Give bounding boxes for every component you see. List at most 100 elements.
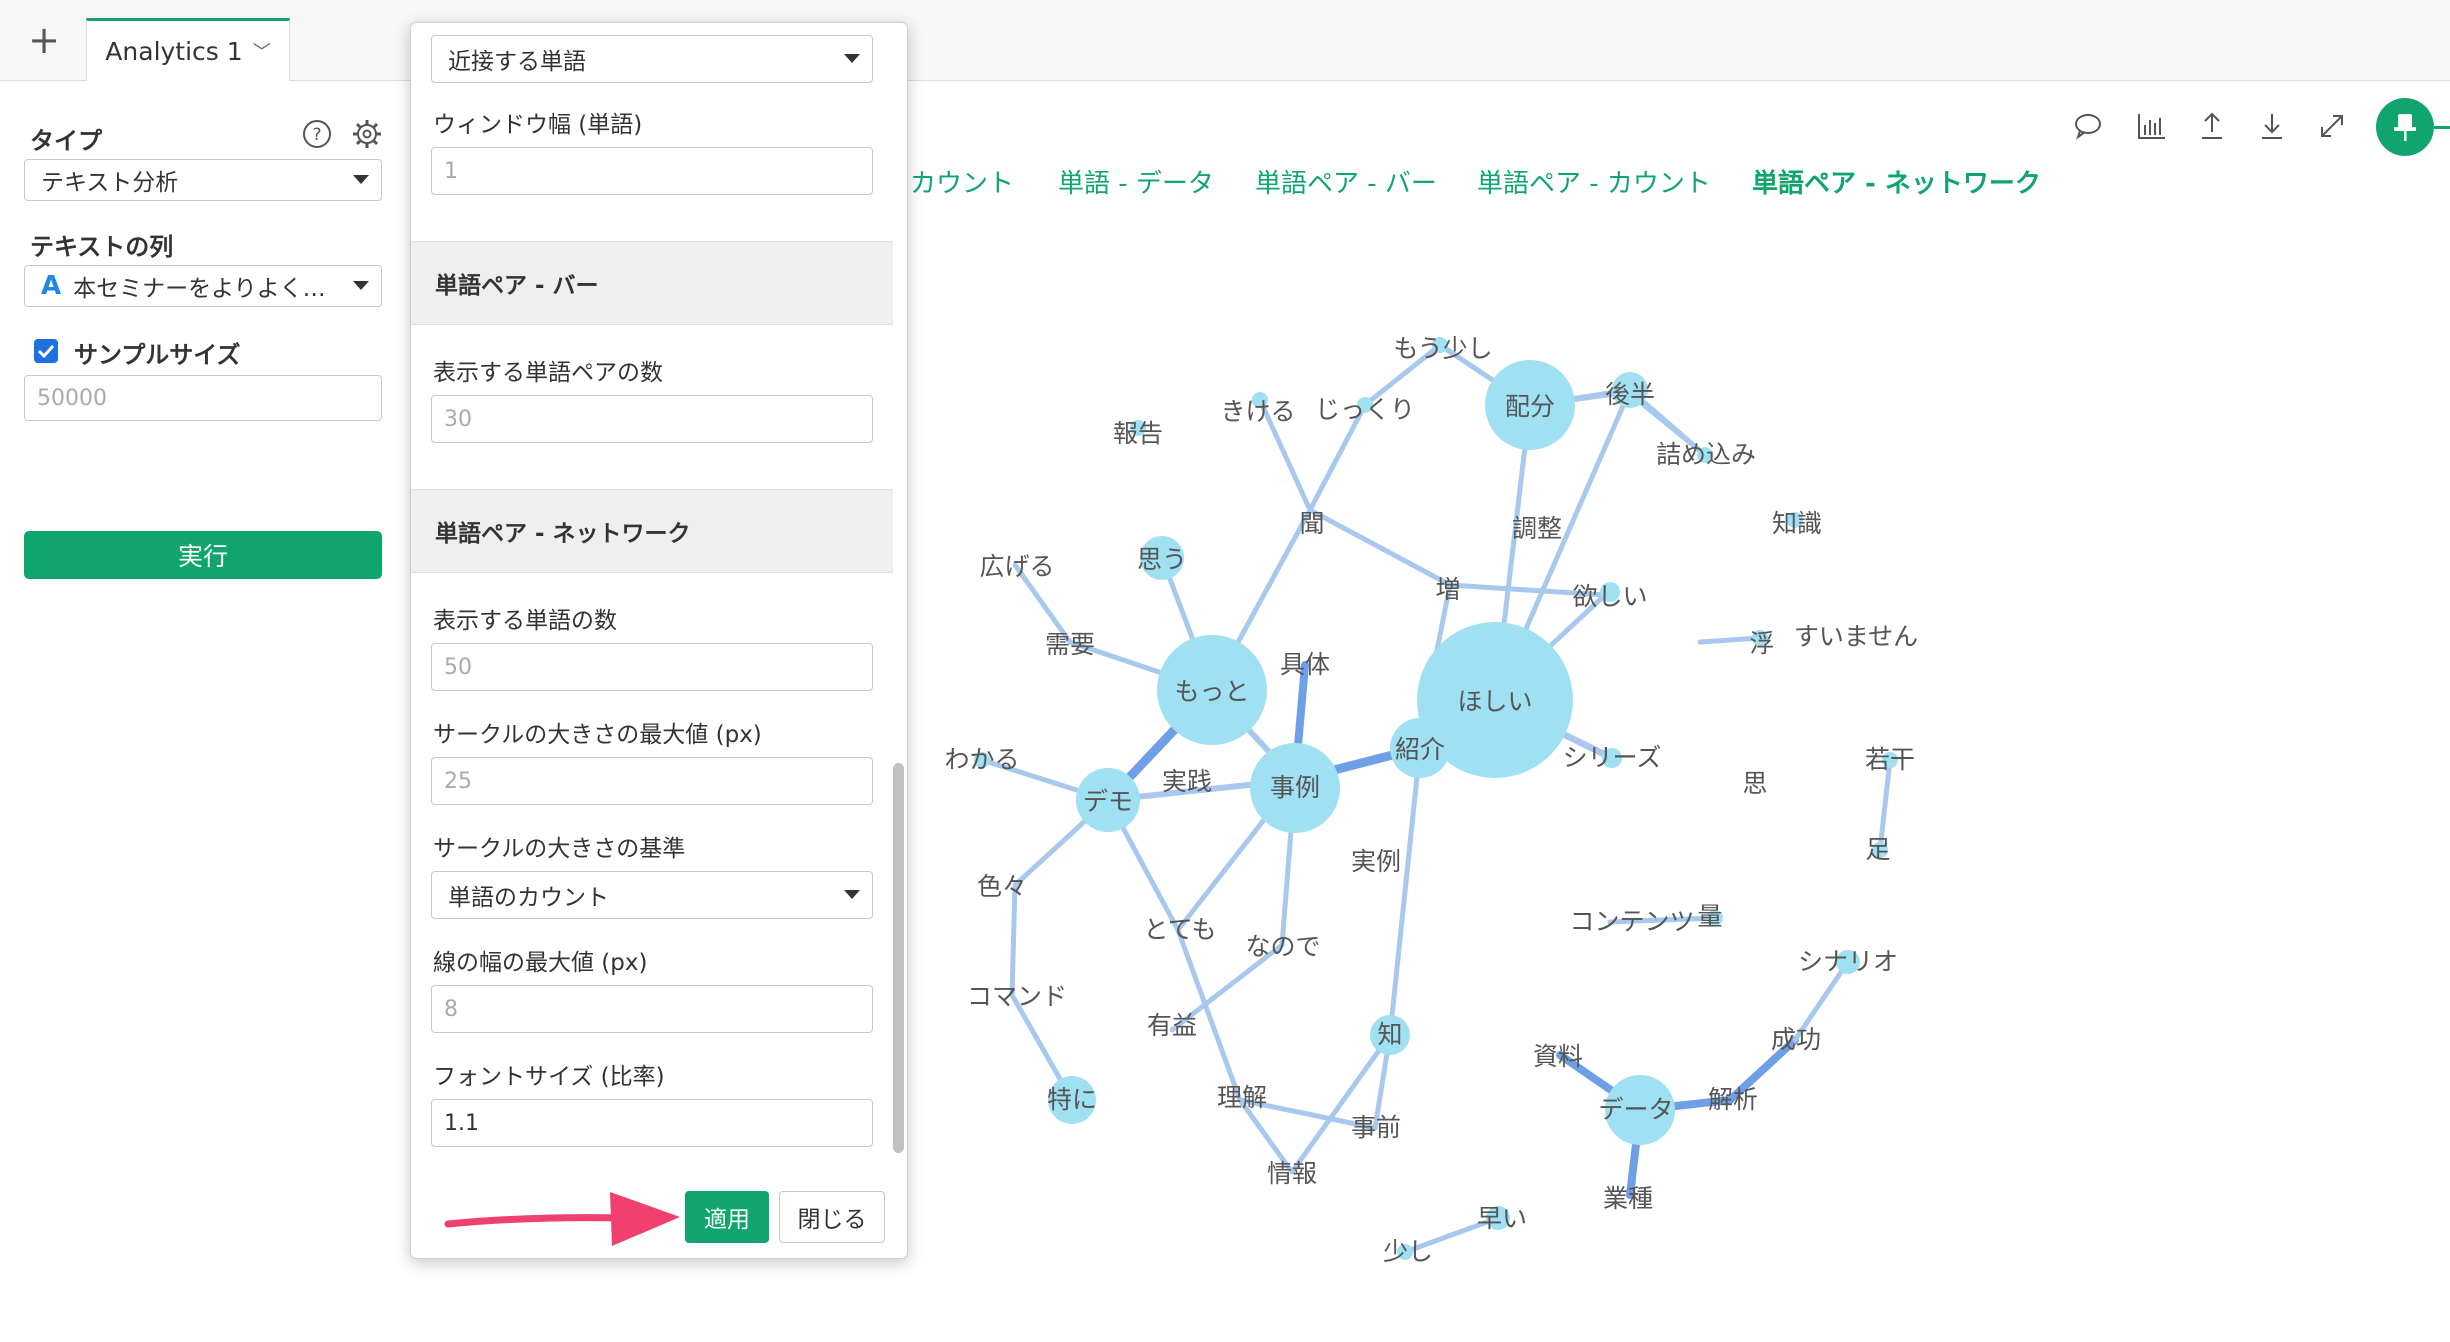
node-houkoku (1130, 420, 1146, 436)
gear-icon[interactable] (350, 117, 384, 151)
panel-scrollbar[interactable] (893, 763, 904, 1153)
circle-basis-select[interactable]: 単語のカウント (431, 871, 873, 919)
help-icon[interactable]: ? (300, 117, 334, 151)
node-jikkuri (1357, 397, 1373, 413)
word-label: 資料 (1533, 1042, 1583, 1071)
tab-word-data[interactable]: 単語 - データ (1058, 169, 1214, 199)
window-width-input[interactable]: 1 (431, 147, 873, 195)
apply-button[interactable]: 適用 (685, 1191, 769, 1243)
edge (1237, 1097, 1295, 1175)
caret-down-icon (844, 54, 860, 63)
word-network-graph: もう少し 配分 後半 きける じっくり 報告 詰め込み 聞 調整 知識 広げる … (944, 334, 1918, 1266)
top-bar: + Analytics 1 ﹀ (0, 0, 2450, 81)
node-kouhan (1612, 372, 1648, 408)
word-label: 実践 (1162, 767, 1212, 796)
word-label: 浮 (1749, 629, 1774, 658)
word-count-label: 表示する単語の数 (433, 608, 617, 634)
word-label: デモ (1083, 787, 1133, 816)
word-label: コンテンツ (1569, 907, 1694, 936)
word-count-input[interactable]: 50 (431, 643, 873, 691)
word-label: 足 (1865, 835, 1890, 864)
node-ashi (1872, 842, 1888, 858)
tab-word-pair-count[interactable]: 単語ペア - カウント (1477, 169, 1711, 199)
tab-count[interactable]: カウント (910, 169, 1015, 199)
word-label: 紹介 (1395, 735, 1445, 764)
proximity-select[interactable]: 近接する単語 (431, 35, 873, 83)
node-demo (1076, 768, 1140, 832)
tab-analytics-1[interactable]: Analytics 1 ﹀ (86, 18, 290, 81)
word-label: とても (1143, 915, 1216, 944)
font-size-ratio-input[interactable]: 1.1 (431, 1099, 873, 1147)
download-icon[interactable] (2254, 108, 2290, 144)
pair-count-input[interactable]: 30 (431, 395, 873, 443)
node-kikeru (1252, 392, 1268, 408)
word-label: すいません (1794, 622, 1918, 651)
text-column-select[interactable]: A 本セミナーをよりよく… (24, 265, 382, 307)
line-width-max-label: 線の幅の最大値 (px) (433, 950, 648, 976)
edge (1402, 1215, 1501, 1255)
edge (1447, 582, 1608, 598)
close-button[interactable]: 閉じる (779, 1191, 885, 1243)
node-scenario (1836, 950, 1860, 974)
word-label: 報告 (1113, 419, 1163, 448)
chevron-down-icon[interactable]: ﹀ (252, 42, 271, 63)
expand-icon[interactable] (2314, 108, 2350, 144)
node-chi (1370, 1015, 1410, 1055)
circle-max-input[interactable]: 25 (431, 757, 873, 805)
word-label: 事例 (1270, 773, 1320, 802)
text-column-value: 本セミナーをよりよく… (73, 276, 326, 302)
node-jirei (1250, 743, 1340, 833)
text-column-label: テキストの列 (30, 233, 174, 261)
word-label: 早い (1477, 1204, 1527, 1233)
word-label: 理解 (1217, 1083, 1267, 1112)
word-label: じっくり (1315, 395, 1415, 424)
node-shoukai (1390, 718, 1450, 778)
sample-size-input[interactable]: 50000 (24, 375, 382, 421)
node-mousukoshi (1432, 337, 1448, 353)
add-tab-button[interactable]: + (28, 18, 60, 62)
word-label: 量 (1697, 902, 1722, 931)
pair-count-label: 表示する単語ペアの数 (433, 360, 663, 386)
edge (1289, 1032, 1393, 1175)
line-width-max-input[interactable]: 8 (431, 985, 873, 1033)
run-button[interactable]: 実行 (24, 531, 382, 579)
type-select[interactable]: テキスト分析 (24, 159, 382, 201)
word-label: 広げる (979, 552, 1054, 581)
word-label: 有益 (1147, 1011, 1197, 1040)
node-chishiki (1787, 512, 1803, 528)
network-nodes (974, 337, 1898, 1260)
upload-icon[interactable] (2194, 108, 2230, 144)
word-label: 色々 (977, 872, 1027, 901)
word-label: 配分 (1505, 392, 1555, 421)
section-word-pair-bar: 単語ペア - バー (411, 241, 893, 325)
pin-icon (2394, 114, 2416, 141)
type-select-value: テキスト分析 (41, 170, 179, 196)
tab-word-pair-network[interactable]: 単語ペア - ネットワーク (1752, 169, 2041, 199)
edge (1362, 342, 1443, 408)
edge (1877, 757, 1893, 853)
word-label: 少し (1383, 1237, 1433, 1266)
pin-button[interactable] (2376, 98, 2434, 156)
node-haibun (1485, 360, 1575, 450)
word-label: 知識 (1772, 509, 1822, 538)
comment-icon[interactable] (2070, 108, 2106, 144)
word-label: 詰め込み (1656, 440, 1756, 469)
word-label: 知 (1377, 1020, 1402, 1049)
node-tokuni (1048, 1076, 1096, 1124)
settings-popup: 近接する単語 ウィンドウ幅 (単語) 1 単語ペア - バー 表示する単語ペアの… (410, 22, 908, 1259)
word-label: 調整 (1512, 514, 1562, 543)
word-label: シナリオ (1798, 947, 1898, 976)
word-label: 特に (1047, 1085, 1097, 1114)
sample-size-checkbox[interactable] (34, 339, 58, 363)
word-label: 成功 (1771, 1025, 1821, 1054)
edge (1726, 1036, 1799, 1104)
circle-basis-label: サークルの大きさの基準 (433, 836, 686, 862)
edge (1307, 402, 1368, 513)
word-label: 聞 (1299, 509, 1324, 538)
svg-text:?: ? (312, 125, 321, 145)
node-hoshii (1417, 622, 1573, 778)
word-label: 具体 (1280, 650, 1330, 679)
tab-word-pair-bar[interactable]: 単語ペア - バー (1255, 169, 1437, 199)
bar-chart-icon[interactable] (2134, 108, 2170, 144)
node-fu (1752, 630, 1768, 646)
